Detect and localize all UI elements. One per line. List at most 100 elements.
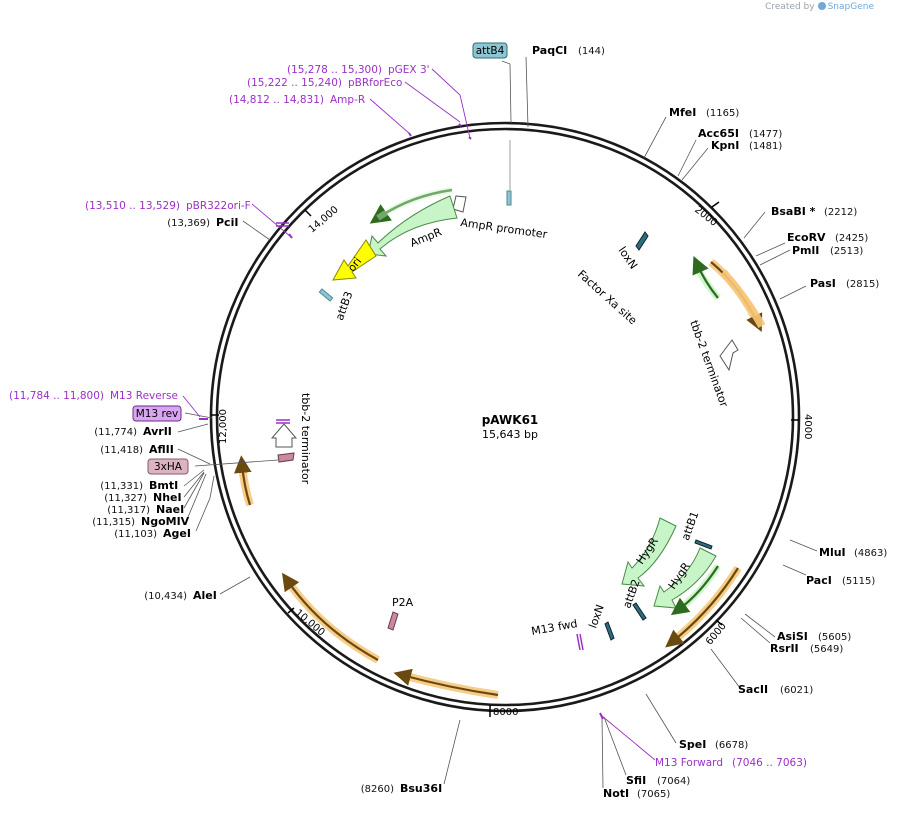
loxn-bottom-feature[interactable]: loxN	[586, 603, 615, 641]
site-name: NheI	[153, 491, 182, 504]
ha-box[interactable]: 3xHA	[147, 458, 189, 475]
site-pos: (1477)	[749, 129, 782, 140]
attb1-label: attB1	[679, 510, 701, 543]
site-pos: (5115)	[842, 576, 875, 587]
m13-fwd-feature[interactable]: M13 fwd	[530, 617, 584, 651]
site-pos: (4863)	[854, 548, 887, 559]
primer-range: (14,812 .. 14,831)	[229, 94, 324, 106]
site-aflii[interactable]: (11,418)AflII	[100, 443, 174, 456]
factor-xa-label: Factor Xa site	[575, 268, 639, 328]
hygr-1-feature[interactable]: HygR	[621, 517, 677, 587]
primer-range: (15,278 .. 15,300)	[287, 64, 382, 76]
ha-box-label: 3xHA	[154, 461, 183, 473]
site-name: PasI	[810, 277, 836, 290]
site-noti[interactable]: NotI(7065)	[603, 787, 670, 800]
site-pos: (1481)	[749, 141, 782, 152]
site-name: MfeI	[669, 106, 696, 119]
site-pos: (2425)	[835, 233, 868, 244]
site-pos: (11,331)	[100, 481, 143, 492]
site-pos: (5605)	[818, 632, 851, 643]
site-pos: (5649)	[810, 644, 843, 655]
primer-m13-reverse[interactable]: (11,784 .. 11,800)M13 Reverse	[9, 390, 178, 402]
attb4-feature[interactable]	[506, 190, 512, 206]
primer-pgex3[interactable]: (15,278 .. 15,300)pGEX 3'	[287, 64, 430, 76]
site-name: AflII	[149, 443, 174, 456]
site-name: EcoRV	[787, 231, 826, 244]
site-mlui[interactable]: MluI(4863)	[819, 546, 887, 559]
attb3-feature[interactable]: attB3	[318, 288, 355, 322]
site-name: KpnI	[711, 139, 739, 152]
primer-range: (11,784 .. 11,800)	[9, 390, 104, 402]
tick-label: 6000	[704, 621, 729, 648]
site-pos: (6678)	[715, 740, 748, 751]
site-paci[interactable]: PacI(5115)	[806, 574, 875, 587]
primer-pbrforeco[interactable]: (15,222 .. 15,240)pBRforEco	[247, 77, 402, 89]
site-pos: (1165)	[706, 108, 739, 119]
orf-right-2	[720, 269, 766, 328]
primer-range: (7046 .. 7063)	[732, 757, 807, 769]
site-paqci[interactable]: PaqCI(144)	[532, 44, 605, 57]
ha-tag-feature[interactable]	[277, 452, 295, 463]
site-sfii[interactable]: SfiI(7064)	[626, 774, 690, 787]
ori-feature[interactable]: ori	[332, 239, 377, 281]
site-sacii[interactable]: SacII(6021)	[738, 683, 813, 696]
tick-4000: 4000	[791, 414, 813, 439]
site-name: BmtI	[149, 479, 178, 492]
site-name: Bsu36I	[400, 782, 442, 795]
site-agei[interactable]: (11,103) AgeI	[114, 527, 191, 540]
orf-right-green	[692, 255, 719, 299]
site-bsabi[interactable]: BsaBI *(2212)	[771, 205, 857, 218]
m13-rev-box-label: M13 rev	[136, 408, 179, 420]
site-pos: (13,369)	[167, 218, 210, 229]
site-pmli[interactable]: PmlI(2513)	[792, 244, 863, 257]
site-name: BsaBI *	[771, 205, 816, 218]
tbb2-left-feature[interactable]: tbb-2 terminator	[270, 393, 312, 485]
backbone-inner	[215, 127, 795, 707]
loxn-top-feature[interactable]: loxN	[616, 231, 649, 272]
site-ecorv[interactable]: EcoRV (2425)	[787, 231, 868, 244]
site-naei[interactable]: (11,317)NaeI	[107, 503, 184, 516]
site-name: AgeI	[163, 527, 191, 540]
orf-lower-green	[670, 565, 719, 616]
site-nhei[interactable]: (11,327)NheI	[104, 491, 181, 504]
tick-label: 14,000	[307, 204, 341, 235]
site-alei[interactable]: (10,434)AleI	[144, 589, 217, 602]
m13-rev-box[interactable]: M13 rev	[132, 405, 182, 422]
ampr-promoter-feature[interactable]: AmpR promoter	[452, 195, 548, 241]
site-pcii[interactable]: (13,369)PciI	[167, 216, 238, 229]
site-spei[interactable]: SpeI(6678)	[679, 738, 748, 751]
tick-8000: 8000	[489, 705, 518, 718]
site-avrii[interactable]: (11,774)AvrII	[94, 425, 172, 438]
orf-bottom-left	[282, 572, 379, 661]
site-pos: (11,774)	[94, 427, 137, 438]
primer-m13-forward[interactable]: M13 Forward(7046 .. 7063)	[655, 757, 807, 769]
tick-12000: 12,000	[211, 409, 229, 444]
ampr-feature[interactable]: AmpR	[367, 195, 458, 257]
orf-left	[234, 455, 252, 506]
site-pasi[interactable]: PasI (2815)	[810, 277, 879, 290]
tick-14000: 14,000	[304, 204, 341, 235]
p2a-feature[interactable]: P2A	[387, 596, 414, 631]
tbb2-right-feature[interactable]: tbb-2 terminator	[687, 319, 739, 410]
snapgene-logo-icon	[817, 2, 826, 10]
primer-pbr322ori-f[interactable]: (13,510 .. 13,529)pBR322ori-F	[85, 200, 251, 212]
p2a-label: P2A	[392, 596, 414, 609]
site-ngomiv[interactable]: (11,315)NgoMIV	[92, 515, 189, 528]
site-rsrii[interactable]: RsrII(5649)	[770, 642, 843, 655]
tick-6000: 6000	[704, 619, 729, 648]
site-mfei[interactable]: MfeI (1165)	[669, 106, 739, 119]
ampr-orf	[369, 188, 453, 224]
attb1-feature[interactable]: attB1	[679, 510, 713, 550]
site-asisi[interactable]: AsiSI(5605)	[777, 630, 851, 643]
site-name: NaeI	[156, 503, 184, 516]
attb4-box[interactable]: attB4	[472, 42, 508, 59]
site-pos: (2815)	[846, 279, 879, 290]
site-bmti[interactable]: (11,331) BmtI	[100, 479, 178, 492]
site-acc65i[interactable]: Acc65I(1477)	[698, 127, 782, 140]
primer-ampr[interactable]: (14,812 .. 14,831)Amp-R	[229, 94, 365, 106]
site-bsu36i[interactable]: (8260)Bsu36I	[361, 782, 442, 795]
site-kpni[interactable]: KpnI (1481)	[711, 139, 782, 152]
site-pos: (11,103)	[114, 529, 157, 540]
plasmid-length: 15,643 bp	[482, 428, 538, 441]
